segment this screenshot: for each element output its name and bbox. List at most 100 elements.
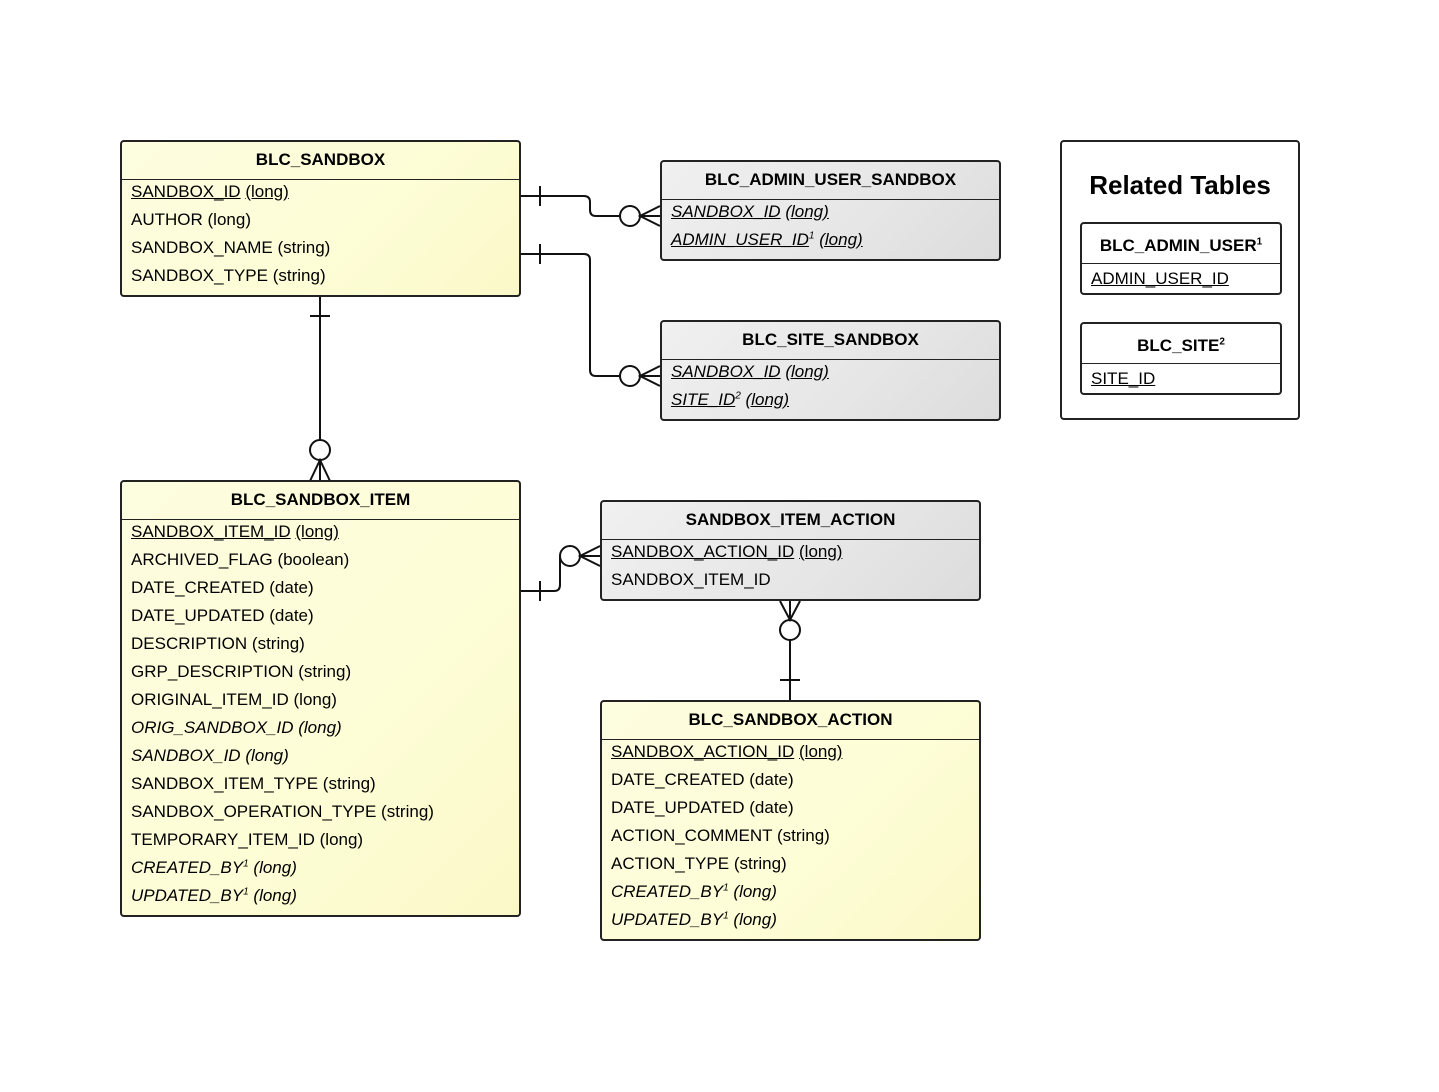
rel-sandbox-sandbox-item [309,297,331,482]
table-column[interactable]: SANDBOX_OPERATION_TYPE (string) [122,801,519,829]
column-name: ACTION_COMMENT [611,826,773,845]
column-type: (string) [298,662,352,681]
legend-table-site-header: BLC_SITE2 [1082,324,1280,364]
column-type: (long) [799,742,843,761]
column-name: ORIGINAL_ITEM_ID [131,690,289,709]
table-header: BLC_SANDBOX_ACTION [602,702,979,740]
column-name: ADMIN_USER_ID [671,230,809,249]
column-name: SANDBOX_OPERATION_TYPE [131,802,377,821]
column-type: (long) [295,522,339,541]
column-name: ARCHIVED_FLAG [131,550,273,569]
column-type: (date) [269,578,314,597]
table-column[interactable]: CREATED_BY1 (long) [602,881,979,909]
legend-table-site-title: BLC_SITE [1137,336,1220,355]
table-column[interactable]: SANDBOX_NAME (string) [122,237,519,265]
table-column[interactable]: GRP_DESCRIPTION (string) [122,661,519,689]
footnote-marker: 2 [1219,336,1225,348]
table-column[interactable]: SANDBOX_TYPE (string) [122,265,519,293]
column-type: (long) [799,542,843,561]
column-name: SANDBOX_ITEM_ID [611,570,771,589]
column-type: (long) [319,830,364,849]
table-column[interactable]: ORIGINAL_ITEM_ID (long) [122,689,519,717]
column-type: (date) [749,770,794,789]
table-column[interactable]: ARCHIVED_FLAG (boolean) [122,549,519,577]
legend-table-site: BLC_SITE2 SITE_ID [1080,322,1282,395]
table-column[interactable]: DESCRIPTION (string) [122,633,519,661]
column-name: DATE_CREATED [611,770,745,789]
footnote-marker: 2 [735,390,741,402]
table-columns: SANDBOX_ID (long)AUTHOR (long)SANDBOX_NA… [122,180,519,293]
legend-table-admin-user-title: BLC_ADMIN_USER [1099,236,1257,255]
table-columns: SANDBOX_ACTION_ID (long)SANDBOX_ITEM_ID [602,540,979,597]
column-type: (long) [245,182,289,201]
column-type: (long) [293,690,337,709]
column-name: UPDATED_BY [131,886,244,905]
column-name: SANDBOX_TYPE [131,266,268,285]
column-type: (long) [253,858,297,877]
column-name: DATE_CREATED [131,578,265,597]
column-type: (long) [785,362,829,381]
table-column[interactable]: UPDATED_BY1 (long) [602,909,979,937]
rel-item-action-sandbox-action [779,600,801,700]
table-header: BLC_SANDBOX [122,142,519,180]
table-header: SANDBOX_ITEM_ACTION [602,502,979,540]
column-type: (string) [733,854,787,873]
primary-key-column[interactable]: SANDBOX_ID (long) [662,201,999,229]
table-column[interactable]: SANDBOX_ID (long) [122,745,519,773]
table-column[interactable]: SITE_ID2 (long) [662,389,999,417]
primary-key-column[interactable]: SANDBOX_ACTION_ID (long) [602,541,979,569]
footnote-marker: 1 [1256,236,1263,248]
primary-key-column[interactable]: SANDBOX_ID (long) [122,181,519,209]
rel-sandbox-admin-user-sandbox [521,186,661,227]
column-name: SANDBOX_ID [131,182,241,201]
table-header: BLC_ADMIN_USER_SANDBOX [662,162,999,200]
column-type: (long) [253,886,297,905]
column-name: GRP_DESCRIPTION [131,662,294,681]
column-name: AUTHOR [131,210,203,229]
primary-key-column[interactable]: SANDBOX_ID (long) [662,361,999,389]
table-column[interactable]: AUTHOR (long) [122,209,519,237]
column-name: SITE_ID [671,390,736,409]
table-column[interactable]: UPDATED_BY1 (long) [122,885,519,913]
primary-key-column[interactable]: SANDBOX_ACTION_ID (long) [602,741,979,769]
footnote-marker: 1 [723,882,729,894]
table-column[interactable]: DATE_UPDATED (date) [602,797,979,825]
table-column[interactable]: ADMIN_USER_ID1 (long) [662,229,999,257]
related-tables-legend: Related Tables BLC_ADMIN_USER1 ADMIN_USE… [1060,140,1300,420]
table-columns: SANDBOX_ID (long)SITE_ID2 (long) [662,360,999,417]
table-column[interactable]: DATE_CREATED (date) [602,769,979,797]
column-type: (date) [269,606,314,625]
table-column[interactable]: DATE_UPDATED (date) [122,605,519,633]
column-type: (string) [776,826,830,845]
table-column[interactable]: DATE_CREATED (date) [122,577,519,605]
column-name: DESCRIPTION [131,634,248,653]
column-name: ACTION_TYPE [611,854,730,873]
column-name: SANDBOX_ACTION_ID [611,742,795,761]
table-column[interactable]: ACTION_COMMENT (string) [602,825,979,853]
column-name: CREATED_BY [131,858,244,877]
column-name: UPDATED_BY [611,910,724,929]
footnote-marker: 1 [808,230,815,242]
table-column[interactable]: TEMPORARY_ITEM_ID (long) [122,829,519,857]
table-column[interactable]: ORIG_SANDBOX_ID (long) [122,717,519,745]
table-column[interactable]: SANDBOX_ITEM_TYPE (string) [122,773,519,801]
column-type: (long) [298,718,342,737]
column-name: SANDBOX_NAME [131,238,273,257]
table-column[interactable]: SANDBOX_ITEM_ID [602,569,979,597]
column-type: (string) [322,774,376,793]
column-type: (long) [745,390,790,409]
legend-table-site-column: SITE_ID [1091,369,1156,388]
table-columns: SANDBOX_ACTION_ID (long)DATE_CREATED (da… [602,740,979,937]
table-column[interactable]: ACTION_TYPE (string) [602,853,979,881]
legend-table-admin-user-header: BLC_ADMIN_USER1 [1082,224,1280,264]
table-columns: SANDBOX_ITEM_ID (long)ARCHIVED_FLAG (boo… [122,520,519,913]
column-name: SANDBOX_ID [671,362,781,381]
table-column[interactable]: CREATED_BY1 (long) [122,857,519,885]
primary-key-column[interactable]: SANDBOX_ITEM_ID (long) [122,521,519,549]
